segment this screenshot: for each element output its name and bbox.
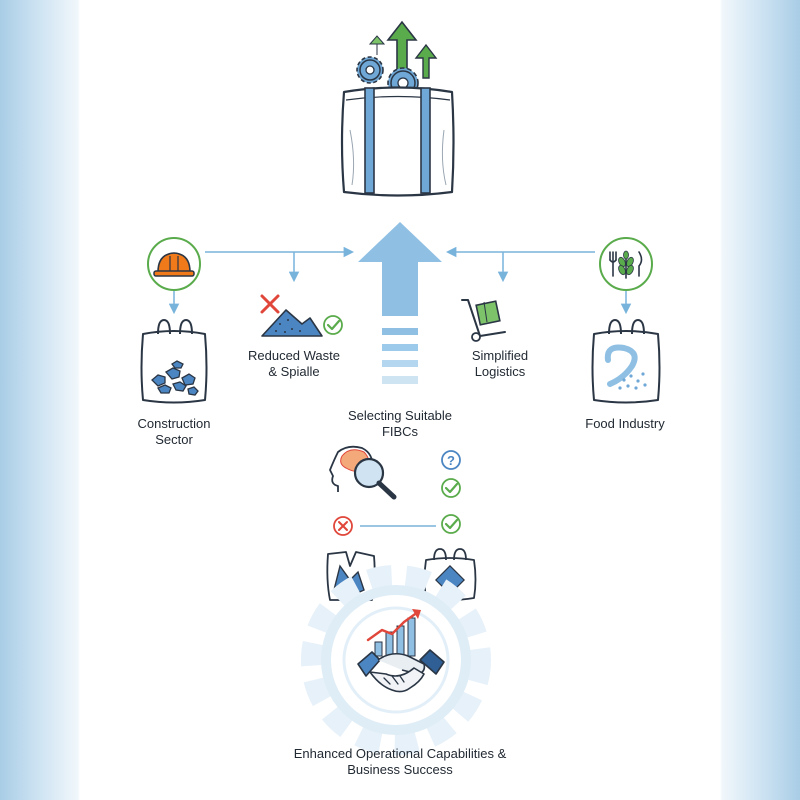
- business-success-label: Enhanced Operational Capabilities & Busi…: [293, 746, 507, 777]
- head-magnifier-icon: [329, 445, 397, 500]
- food-bag-icon: [591, 318, 661, 404]
- connector-lines: [168, 246, 632, 315]
- waste-pile-icon: [261, 309, 323, 337]
- question-icon: ?: [441, 450, 461, 470]
- growth-arrows-icon: [368, 20, 438, 79]
- food-icon: [599, 237, 653, 291]
- selecting-fibcs-label: Selecting Suitable FIBCs: [347, 408, 453, 439]
- central-arrow-icon: [358, 222, 442, 384]
- check-icon: [441, 514, 461, 534]
- check-icon: [323, 315, 343, 335]
- gravel-rocks: [151, 360, 199, 396]
- intact-bag-icon: [423, 548, 477, 601]
- cross-icon: [333, 516, 353, 536]
- svg-text:?: ?: [447, 453, 455, 468]
- fibc-bag-icon: [340, 86, 455, 197]
- hand-truck-icon: [461, 299, 506, 342]
- cross-icon: [260, 294, 280, 314]
- food-industry-label: Food Industry: [585, 416, 665, 431]
- handshake-icon: [357, 649, 445, 693]
- check-icon: [441, 478, 461, 498]
- reduced-waste-label: Reduced Waste & Spialle: [247, 348, 340, 379]
- simplified-logistics-label: Simplified Logistics: [471, 348, 529, 379]
- construction-bag-icon: [140, 318, 208, 404]
- hard-hat-icon: [147, 237, 201, 291]
- construction-sector-label: Construction Sector: [137, 416, 211, 447]
